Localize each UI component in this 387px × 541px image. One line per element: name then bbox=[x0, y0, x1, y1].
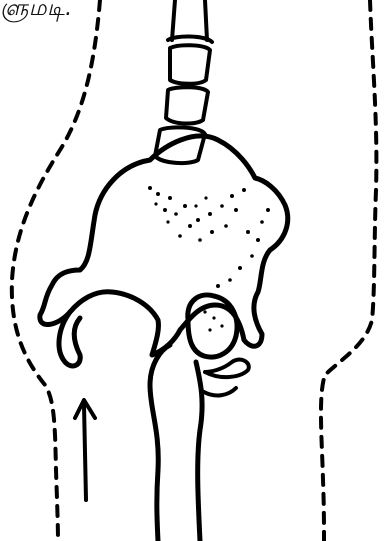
pubic-hook bbox=[59, 312, 80, 366]
upward-arrow bbox=[75, 400, 95, 500]
body-outline-right bbox=[321, 0, 376, 541]
femur bbox=[150, 345, 202, 541]
